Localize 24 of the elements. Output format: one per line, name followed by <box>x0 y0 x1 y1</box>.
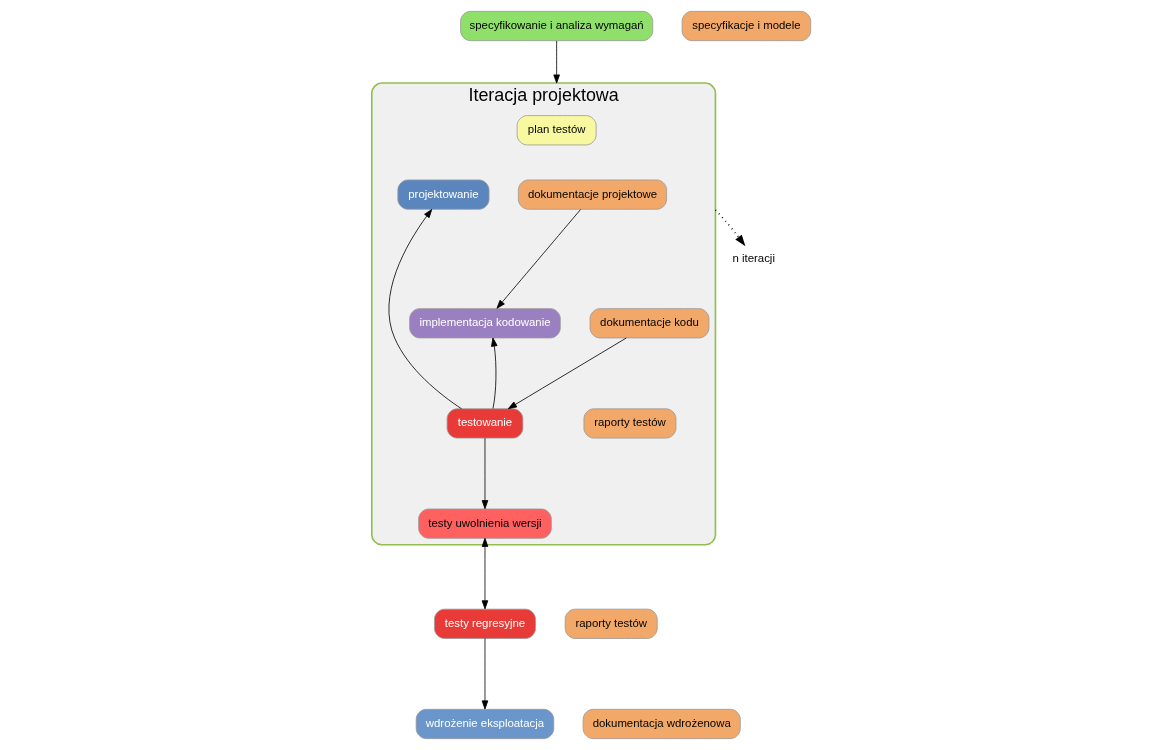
node-box: projektowanie <box>397 179 490 210</box>
node-box: implementacja kodowanie <box>409 308 561 339</box>
node-box: raporty testów <box>583 408 677 439</box>
arrow <box>481 537 489 610</box>
arrow <box>507 337 627 410</box>
node-box: wdrożenie eksploatacja <box>415 708 555 740</box>
arrow <box>388 209 462 410</box>
node-box: testy uwolnienia wersji <box>418 508 552 539</box>
arrow <box>496 209 581 309</box>
node-box: specyfikacje i modele <box>681 10 812 42</box>
arrow <box>481 638 489 710</box>
node-box: plan testów <box>516 115 597 146</box>
arrow <box>714 209 746 247</box>
arrow <box>481 437 489 510</box>
node-box: specyfikowanie i analiza wymagań <box>460 10 654 42</box>
node-box: testowanie <box>446 408 524 439</box>
node-text: n iteracji <box>732 251 775 264</box>
node-box: dokumentacja wdrożenowa <box>582 708 741 740</box>
arrow <box>491 337 498 409</box>
node-box: testy regresyjne <box>434 608 536 639</box>
arrow <box>553 40 560 84</box>
node-box: raporty testów <box>564 608 658 639</box>
node-box: dokumentacje projektowe <box>517 179 667 210</box>
node-box: dokumentacje kodu <box>589 308 710 339</box>
